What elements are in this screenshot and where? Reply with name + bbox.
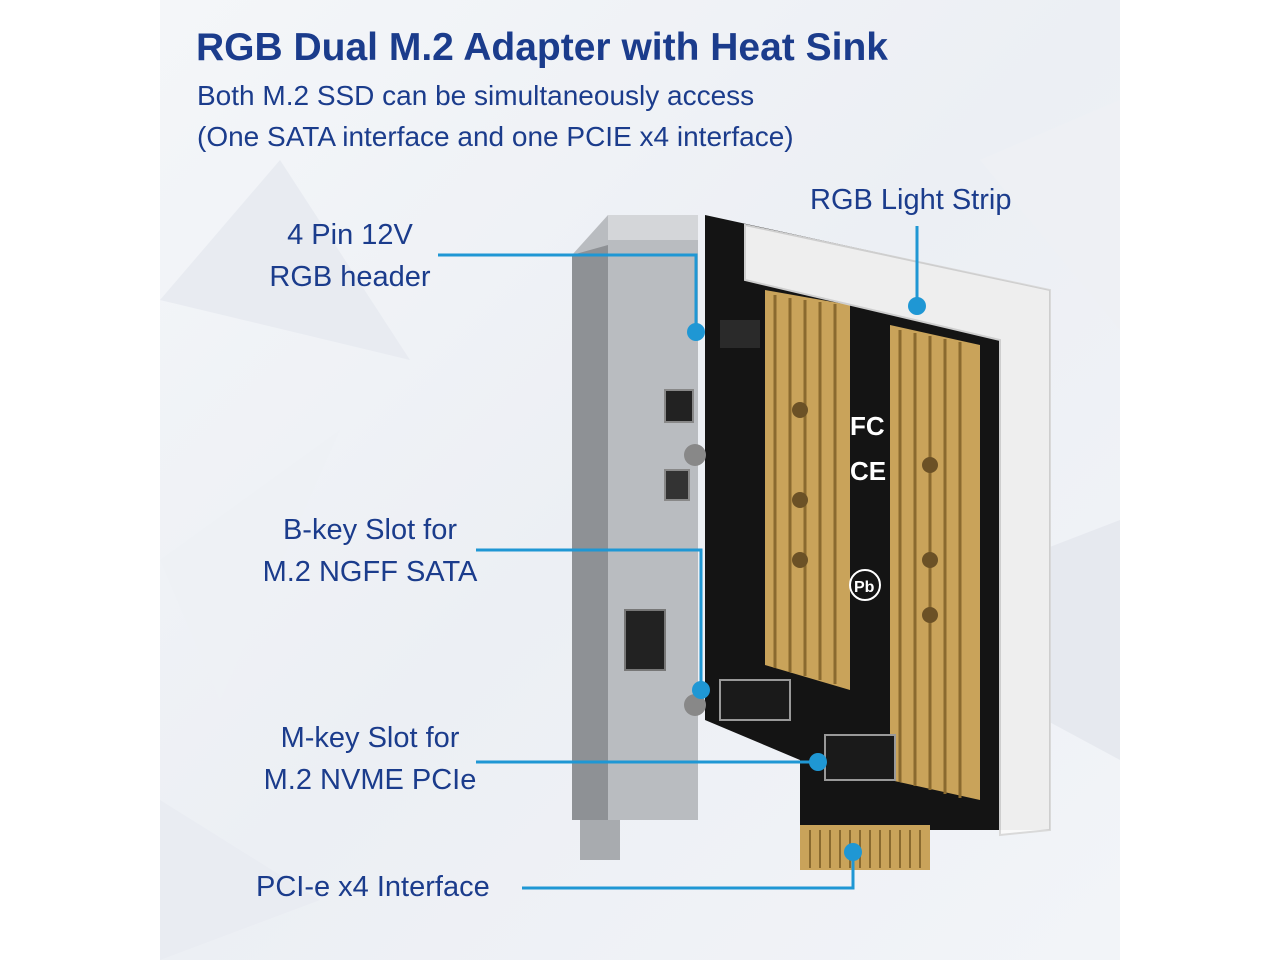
subtitle-line-2: (One SATA interface and one PCIE x4 inte… (197, 121, 794, 152)
callout-rgb-header: 4 Pin 12V RGB header (250, 214, 450, 298)
b-key-slot (719, 679, 791, 721)
callout-rgb-light-strip: RGB Light Strip (810, 184, 1012, 216)
heatsink-right (890, 325, 980, 800)
rgb-light-strip (744, 223, 1051, 837)
m-key-slot (824, 734, 896, 781)
fc-mark: FC (850, 411, 885, 441)
page-title: RGB Dual M.2 Adapter with Heat Sink (196, 26, 888, 69)
callout-b-key-line-1: B-key Slot for (282, 514, 458, 546)
callout-m-key-line-2: M.2 NVME PCIe (263, 764, 477, 796)
pcie-gold-fingers (800, 825, 930, 870)
pci-bracket (572, 215, 698, 860)
heatsink-left (765, 290, 850, 690)
subtitle-line-1: Both M.2 SSD can be simultaneously acces… (197, 80, 755, 111)
callout-rgb-header-line-1: 4 Pin 12V (287, 219, 413, 251)
rgb-header-connector (720, 320, 760, 348)
product-image-canvas: RGB Dual M.2 Adapter with Heat Sink Both… (160, 0, 1120, 960)
callout-rgb-header-line-2: RGB header (269, 261, 431, 293)
callout-pcie-interface: PCI-e x4 Interface (256, 871, 490, 903)
ce-mark: CE (850, 456, 886, 486)
sata-port (624, 609, 666, 671)
pb-free-icon (849, 569, 881, 601)
callout-m-key-slot: M-key Slot for M.2 NVME PCIe (250, 717, 490, 801)
callout-b-key-slot: B-key Slot for M.2 NGFF SATA (250, 509, 490, 593)
callout-leaders (438, 226, 926, 890)
pb-mark: Pb (854, 579, 875, 596)
callout-m-key-line-1: M-key Slot for (280, 722, 460, 754)
certification-marks: FC CE Pb (849, 411, 886, 601)
callout-b-key-line-2: M.2 NGFF SATA (262, 556, 478, 588)
adapter-card-illustration: FC CE Pb (438, 215, 1051, 890)
